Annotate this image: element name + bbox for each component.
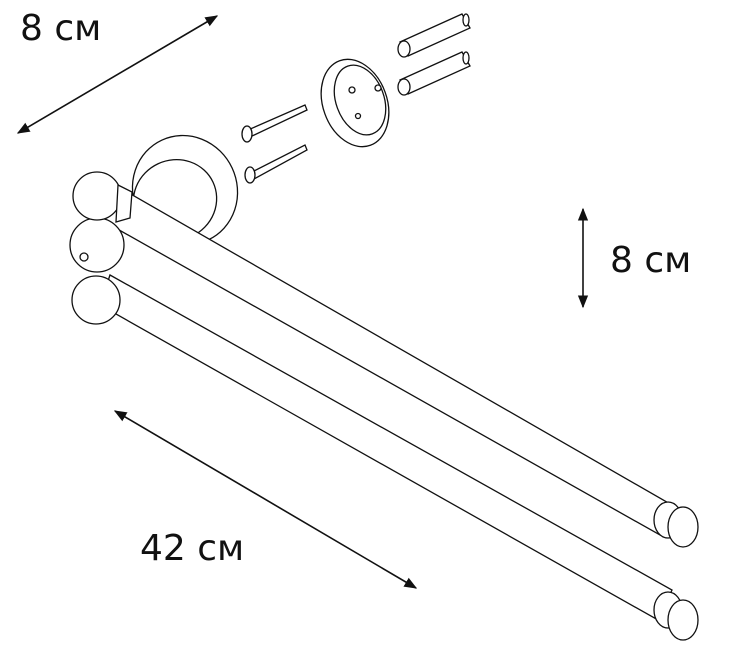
wall-anchor <box>397 51 471 96</box>
mounting-plate <box>320 58 390 148</box>
length-label: 42 см <box>140 528 244 569</box>
spacing-label: 8 см <box>610 240 691 281</box>
screw <box>244 144 308 184</box>
length-dimension-arrow <box>113 410 418 589</box>
swivel-joint <box>69 171 133 273</box>
wall-anchor <box>397 13 471 58</box>
upper-towel-bar <box>104 184 699 548</box>
screw <box>241 104 308 143</box>
lower-towel-bar <box>71 274 699 641</box>
depth-dimension-arrow <box>16 15 219 134</box>
depth-label: 8 см <box>20 8 101 49</box>
